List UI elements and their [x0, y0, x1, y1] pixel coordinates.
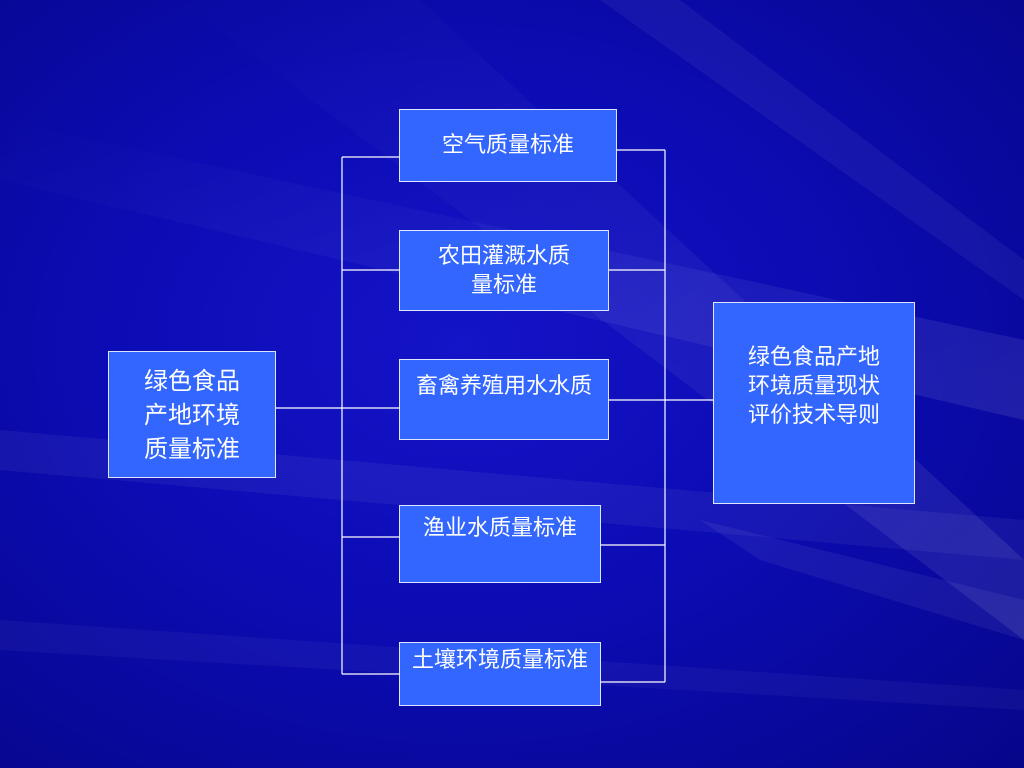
target-guideline-box: 绿色食品产地 环境质量现状 评价技术导则 — [713, 302, 915, 504]
box-text-line: 量标准 — [470, 272, 537, 298]
box-text-line: 产地环境 — [144, 400, 240, 429]
box-text-line: 土壤环境质量标准 — [411, 648, 588, 673]
ray — [700, 520, 1024, 640]
livestock-water-standard-box: 畜禽养殖用水水质 — [399, 359, 609, 440]
irrigation-water-standard-box: 农田灌溉水质 量标准 — [399, 230, 609, 311]
box-text-line: 空气质量标准 — [441, 133, 574, 158]
soil-environment-standard-box: 土壤环境质量标准 — [399, 642, 601, 706]
air-quality-standard-box: 空气质量标准 — [399, 109, 617, 182]
box-text-line: 绿色食品产地 — [747, 345, 880, 370]
source-standard-box: 绿色食品 产地环境 质量标准 — [108, 351, 276, 478]
fishery-water-standard-box: 渔业水质量标准 — [399, 505, 601, 583]
ray — [600, 0, 1024, 300]
box-text-line: 农田灌溉水质 — [437, 243, 570, 269]
box-text-line: 环境质量现状 — [747, 374, 880, 399]
box-text-line: 质量标准 — [144, 434, 240, 463]
box-text-line: 渔业水质量标准 — [422, 516, 577, 541]
box-text-line: 评价技术导则 — [747, 403, 880, 428]
box-text-line: 畜禽养殖用水水质 — [415, 374, 592, 399]
box-text-line: 绿色食品 — [144, 366, 240, 395]
